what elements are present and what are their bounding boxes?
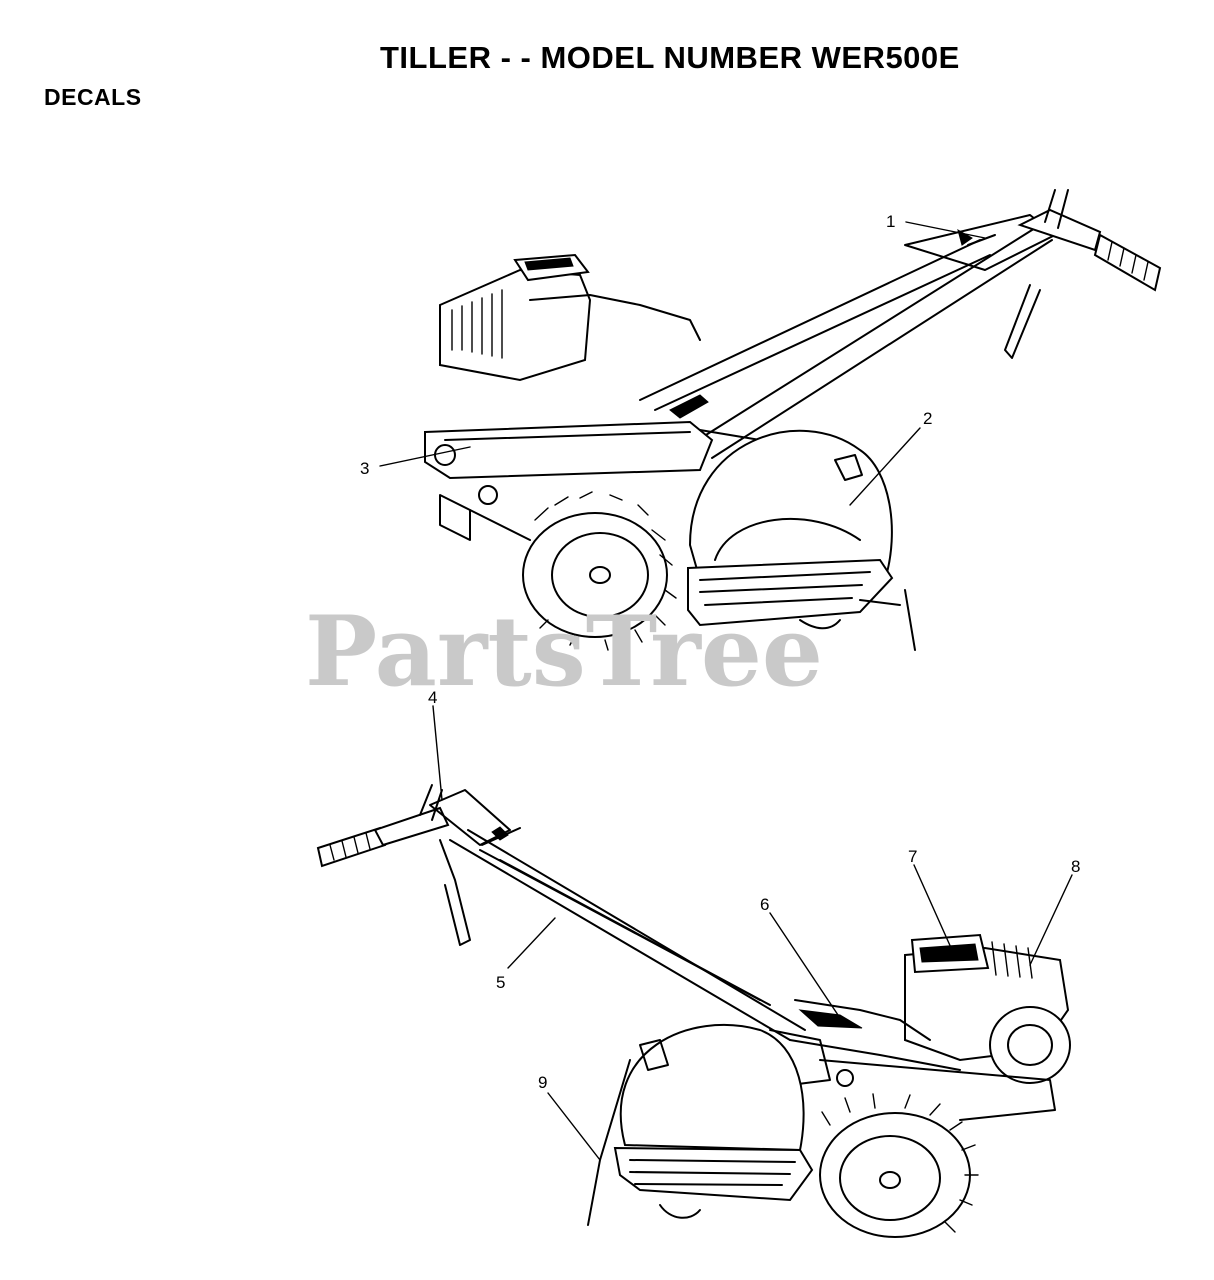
callout-6: 6: [760, 895, 769, 914]
leader-line-3: [379, 446, 471, 467]
callout-3: 3: [360, 459, 369, 478]
leader-line-6: [769, 912, 841, 1019]
leader-line-8: [1029, 874, 1073, 966]
callout-group-lower: 4 5 6 7 8 9: [428, 688, 1080, 1161]
tiller-lower-view: [316, 784, 1071, 1238]
callout-2: 2: [923, 409, 932, 428]
callout-7: 7: [908, 847, 917, 866]
leader-line-5: [507, 917, 556, 969]
tiller-upper-view: [424, 189, 1162, 651]
callout-group-upper: 1 2 3: [360, 212, 986, 506]
callout-5: 5: [496, 973, 505, 992]
leader-line-1: [905, 221, 986, 239]
section-heading: DECALS: [44, 84, 142, 110]
callout-8: 8: [1071, 857, 1080, 876]
watermark: PartsTree: [305, 595, 823, 708]
leader-line-7: [913, 864, 953, 951]
leader-line-2: [849, 427, 921, 506]
callout-9: 9: [538, 1073, 547, 1092]
callout-1: 1: [886, 212, 895, 231]
page-title: TILLER - - MODEL NUMBER WER500E: [380, 40, 960, 75]
leader-line-9: [547, 1092, 601, 1161]
leader-line-4: [432, 705, 443, 801]
callout-4: 4: [428, 688, 437, 707]
